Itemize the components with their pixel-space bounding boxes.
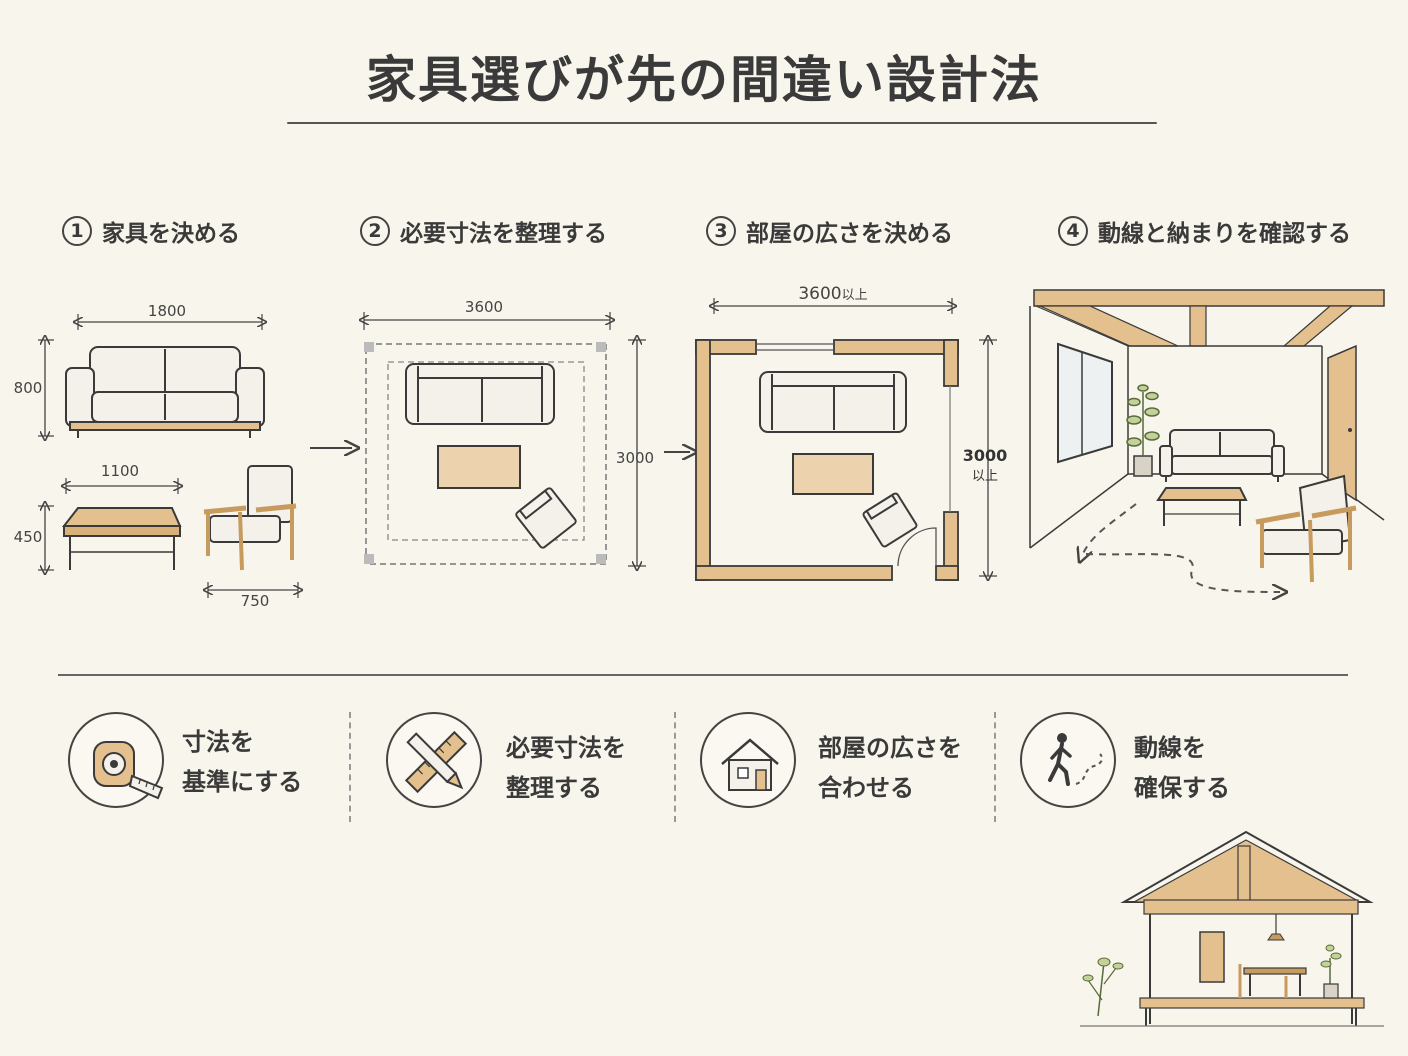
step-3-label: 3 部屋の広さを決める: [706, 214, 953, 248]
room-sofa-plan: [759, 371, 907, 433]
sofa-plan: [405, 363, 555, 425]
table-height-text: 450: [14, 528, 43, 546]
coffee-table-drawing: [61, 507, 182, 570]
area-depth-text: 3000: [616, 449, 654, 467]
tip-3-text: 部屋の広さを 合わせる: [818, 728, 962, 808]
step-1-text: 家具を決める: [102, 221, 240, 247]
tip-4-line1: 動線を: [1134, 734, 1206, 762]
step-2-text: 必要寸法を整理する: [400, 221, 607, 247]
tip-4-text: 動線を 確保する: [1134, 728, 1230, 808]
chair-width-text: 750: [241, 592, 270, 610]
room-table-plan: [792, 453, 874, 495]
room-depth-suffix: 以上: [972, 469, 998, 484]
sofa-height-text: 800: [14, 379, 43, 397]
room-walls: [695, 339, 959, 581]
svg-text:3600以上: 3600以上: [798, 284, 867, 304]
chair-plan: [515, 487, 577, 549]
tip-separator-3: [994, 712, 996, 822]
walking-person-icon: [1020, 712, 1116, 808]
room-depth-text: 3000: [963, 446, 1008, 465]
room-width-suffix: 以上: [842, 288, 868, 303]
step-2-label: 2 必要寸法を整理する: [360, 214, 607, 248]
ruler-pencil-icon: [386, 712, 482, 808]
tip-separator-2: [674, 712, 676, 822]
room-width-text: 3600: [798, 284, 841, 304]
tip-4-line2: 確保する: [1134, 774, 1230, 802]
step-2-area: 3600 3000: [364, 298, 654, 566]
sofa-width-text: 1800: [148, 302, 186, 320]
tip-2-line2: 整理する: [506, 774, 602, 802]
table-plan: [437, 445, 521, 489]
area-width-text: 3600: [465, 298, 503, 316]
step-4-label: 4 動線と納まりを確認する: [1058, 214, 1351, 248]
step-1-furniture: 1800 800 1100 450: [14, 302, 298, 610]
step-1-number: 1: [62, 216, 92, 246]
step-3-number: 3: [706, 216, 736, 246]
circulation-path-2: [1085, 553, 1280, 592]
perspective-armchair: [1255, 474, 1357, 583]
armchair-drawing: [203, 465, 297, 571]
house-icon: [700, 712, 796, 808]
step-3-text: 部屋の広さを決める: [746, 221, 953, 247]
step-4-number: 4: [1058, 216, 1088, 246]
tip-1-line1: 寸法を: [182, 728, 254, 756]
tip-2-line1: 必要寸法を: [506, 734, 626, 762]
door: [1327, 344, 1357, 502]
tip-2-text: 必要寸法を 整理する: [506, 728, 626, 808]
sofa-drawing: [65, 346, 265, 438]
tip-separator-1: [349, 712, 351, 822]
plant: [1126, 384, 1160, 477]
tip-3-line1: 部屋の広さを: [818, 734, 962, 762]
door-swing: [897, 527, 937, 567]
page-title: 家具選びが先の間違い設計法: [366, 51, 1042, 109]
step-2-number: 2: [360, 216, 390, 246]
circulation-path-1: [1082, 503, 1137, 556]
table-width-text: 1100: [101, 462, 139, 480]
tip-1-line2: 基準にする: [182, 768, 303, 796]
window: [1057, 342, 1113, 464]
section-divider: [58, 674, 1348, 676]
perspective-sofa: [1159, 429, 1285, 482]
step-1-label: 1 家具を決める: [62, 214, 240, 248]
tip-3-line2: 合わせる: [818, 774, 914, 802]
house-section-illustration: [1080, 830, 1384, 1027]
step-3-room: 3600以上 3000 以上: [695, 284, 1008, 581]
tip-1-text: 寸法を 基準にする: [182, 722, 302, 802]
step-4-text: 動線と納まりを確認する: [1098, 221, 1351, 247]
perspective-table: [1156, 487, 1248, 526]
room-chair-plan: [862, 492, 918, 548]
step-4-perspective: [1029, 289, 1385, 592]
title-underline: [287, 122, 1157, 124]
tape-measure-icon: [68, 712, 164, 808]
